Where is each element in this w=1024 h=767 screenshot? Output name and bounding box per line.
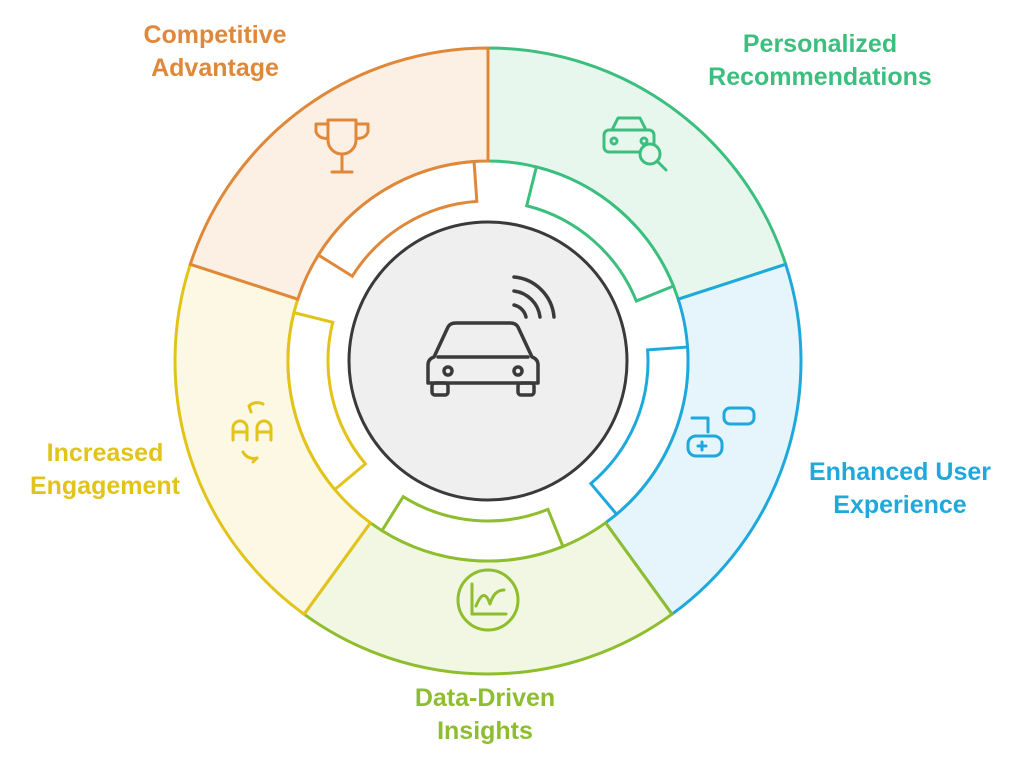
label-data-driven-insights: Data-Driven Insights	[414, 684, 556, 745]
center-hub	[347, 220, 629, 502]
label-personalized-recommendations: Personalized Recommendations	[708, 30, 932, 91]
engagement-cycle-icon	[231, 401, 273, 464]
trophy-icon	[314, 118, 370, 174]
segment-tab-2	[379, 494, 565, 563]
label-competitive-advantage: Competitive Advantage	[143, 21, 287, 82]
segment-tab-1	[588, 345, 690, 517]
vr-gamepad-icon	[686, 406, 756, 458]
segment-tab-4	[316, 159, 479, 279]
line-chart-icon	[456, 568, 520, 632]
connected-car-icon	[426, 275, 556, 397]
segment-tab-0	[524, 165, 676, 304]
label-enhanced-user-experience: Enhanced User Experience	[808, 458, 991, 519]
car-search-icon	[602, 116, 668, 172]
label-increased-engagement: Increased Engagement	[29, 439, 181, 500]
segment-tab-3	[286, 310, 368, 492]
